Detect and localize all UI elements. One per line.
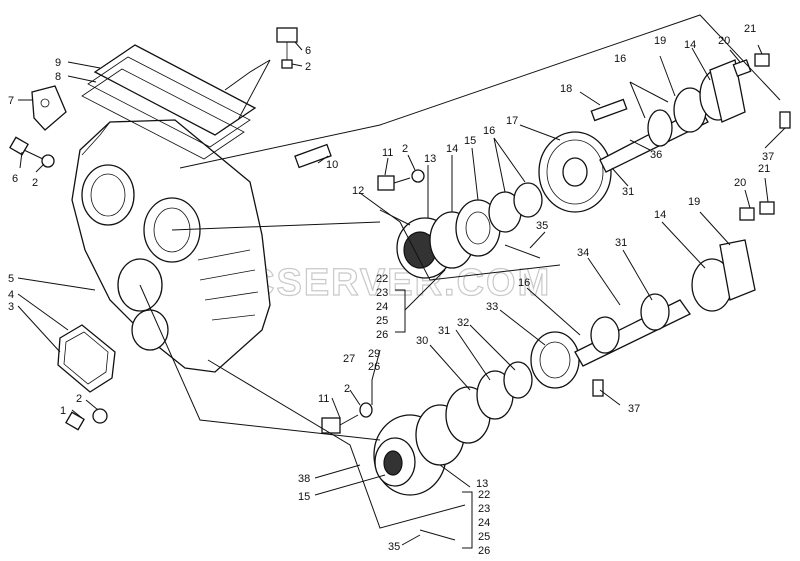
label-23: 23 — [478, 503, 490, 515]
label-24: 24 — [376, 301, 388, 313]
label-19: 19 — [654, 35, 666, 47]
label-38: 38 — [298, 473, 310, 485]
label-16: 16 — [518, 277, 530, 289]
label-11: 11 — [318, 393, 329, 405]
label-32: 32 — [457, 317, 469, 329]
upper-shaft-assembly — [396, 53, 791, 279]
label-37: 37 — [628, 403, 640, 415]
label-35: 35 — [388, 541, 400, 553]
label-16: 16 — [483, 125, 495, 137]
label-31: 31 — [615, 237, 627, 249]
label-2: 2 — [305, 61, 311, 73]
label-26: 26 — [376, 329, 388, 341]
label-22: 22 — [376, 273, 388, 285]
label-26: 26 — [368, 361, 380, 373]
label-36: 36 — [650, 149, 662, 161]
label-35: 35 — [536, 220, 548, 232]
label-10: 10 — [326, 159, 338, 171]
pin — [294, 143, 332, 169]
label-5: 5 — [8, 273, 14, 285]
label-11: 11 — [382, 147, 393, 159]
label-1: 1 — [60, 405, 66, 417]
label-7: 7 — [8, 95, 14, 107]
label-13: 13 — [476, 478, 488, 490]
top-cover — [81, 44, 257, 160]
leader-lines — [17, 14, 786, 549]
label-24: 24 — [478, 517, 490, 529]
label-4: 4 — [8, 289, 14, 301]
label-2: 2 — [402, 143, 408, 155]
label-21: 21 — [744, 23, 756, 35]
lower-shaft-assembly — [373, 201, 775, 496]
label-18: 18 — [560, 83, 572, 95]
label-14: 14 — [654, 209, 666, 221]
label-31: 31 — [622, 186, 634, 198]
label-25: 25 — [478, 531, 490, 543]
label-26: 26 — [478, 545, 490, 557]
label-12: 12 — [352, 185, 364, 197]
label-16: 16 — [614, 53, 626, 65]
label-19: 19 — [688, 196, 700, 208]
label-30: 30 — [416, 335, 428, 347]
label-27: 27 — [343, 353, 355, 365]
label-22: 22 — [478, 489, 490, 501]
label-25: 25 — [376, 315, 388, 327]
label-29: 29 — [368, 348, 380, 360]
bolt-top — [276, 27, 298, 69]
label-20: 20 — [734, 177, 746, 189]
label-23: 23 — [376, 287, 388, 299]
bolt-lower-cover — [321, 402, 373, 434]
part-labels: 9 8 7 6 2 6 2 10 5 4 3 1 2 11 2 13 14 15… — [8, 23, 774, 557]
label-37: 37 — [762, 151, 774, 163]
label-21: 21 — [758, 163, 770, 175]
label-17: 17 — [506, 115, 518, 127]
gearbox-housing — [71, 119, 271, 373]
label-2: 2 — [344, 383, 350, 395]
label-9: 9 — [55, 57, 61, 69]
label-14: 14 — [684, 39, 696, 51]
label-2: 2 — [32, 177, 38, 189]
label-14: 14 — [446, 143, 458, 155]
label-8: 8 — [55, 71, 61, 83]
side-cover — [57, 324, 116, 393]
label-2: 2 — [76, 393, 82, 405]
label-6: 6 — [305, 45, 311, 57]
bolt-upper-cover — [377, 169, 425, 191]
label-6: 6 — [12, 173, 18, 185]
label-33: 33 — [486, 301, 498, 313]
label-20: 20 — [718, 35, 730, 47]
label-3: 3 — [8, 301, 14, 313]
bracket — [31, 85, 67, 131]
bolt-group-left — [9, 136, 108, 431]
label-31: 31 — [438, 325, 450, 337]
label-15: 15 — [298, 491, 310, 503]
label-34: 34 — [577, 247, 589, 259]
label-13: 13 — [424, 153, 436, 165]
label-15: 15 — [464, 135, 476, 147]
